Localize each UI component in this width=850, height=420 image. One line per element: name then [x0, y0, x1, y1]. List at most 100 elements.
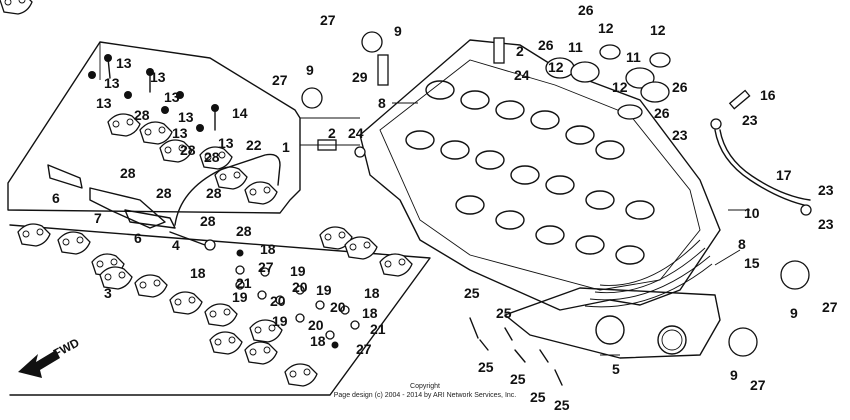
callout-28: 28: [134, 107, 150, 123]
callout-19: 19: [272, 313, 288, 329]
callout-28: 28: [180, 142, 196, 158]
cooling-fins: [584, 239, 713, 308]
callout-9: 9: [790, 305, 798, 321]
callout-27: 27: [258, 259, 274, 275]
forward-label: FWD: [51, 335, 82, 360]
callout-12: 12: [548, 59, 564, 75]
callout-27: 27: [750, 377, 766, 393]
head-gasket: [504, 287, 721, 359]
callout-23: 23: [818, 182, 834, 198]
callout-28: 28: [236, 223, 252, 239]
callout-12: 12: [612, 79, 628, 95]
oil-line: [710, 89, 812, 216]
callout-8: 8: [378, 95, 386, 111]
callout-12: 12: [598, 20, 614, 36]
callout-23: 23: [672, 127, 688, 143]
copyright-line2: Page design (c) 2004 - 2014 by ARI Netwo…: [334, 392, 517, 399]
forward-arrow: FWD: [18, 335, 82, 378]
callout-26: 26: [654, 105, 670, 121]
callout-20: 20: [308, 317, 324, 333]
callout-18: 18: [362, 305, 378, 321]
callout-17: 17: [776, 167, 792, 183]
spark-plug-group: [317, 37, 505, 158]
callout-labels: 27 9 26 12 12 2 26 11 11 24 12 26 12 27 …: [52, 2, 838, 413]
cam-journals: [405, 80, 655, 265]
cam-caps-lower: [0, 0, 413, 387]
callout-9: 9: [730, 367, 738, 383]
callout-28: 28: [206, 185, 222, 201]
intake-pipes: [545, 44, 671, 120]
callout-9: 9: [394, 23, 402, 39]
callout-11: 11: [626, 49, 641, 65]
callout-13: 13: [96, 95, 112, 111]
callout-29: 29: [352, 69, 368, 85]
callout-25: 25: [530, 389, 546, 405]
callout-25: 25: [464, 285, 480, 301]
leader-lines: [300, 102, 750, 356]
callout-25: 25: [478, 359, 494, 375]
callout-28: 28: [200, 213, 216, 229]
callout-3: 3: [104, 285, 112, 301]
cylinder-head: [359, 39, 721, 311]
callout-20: 20: [270, 293, 286, 309]
callout-21: 21: [370, 321, 386, 337]
callout-20: 20: [292, 279, 308, 295]
callout-13: 13: [164, 89, 180, 105]
washers-group: [235, 249, 360, 349]
camshaft-holder-panel: [7, 41, 431, 396]
callout-2: 2: [516, 43, 524, 59]
callout-23: 23: [818, 216, 834, 232]
callout-1: 1: [282, 139, 290, 155]
side-covers: [301, 31, 810, 357]
callout-26: 26: [672, 79, 688, 95]
callout-2: 2: [328, 125, 336, 141]
callout-14: 14: [232, 105, 248, 121]
callout-20: 20: [330, 299, 346, 315]
oil-pipe: [169, 153, 281, 251]
callout-12: 12: [650, 22, 666, 38]
gasket-group: [47, 164, 176, 229]
copyright-line1: Copyright: [410, 383, 440, 390]
callout-13: 13: [178, 109, 194, 125]
callout-6: 6: [134, 230, 142, 246]
callout-25: 25: [554, 397, 570, 413]
callout-15: 15: [744, 255, 760, 271]
callout-9: 9: [306, 62, 314, 78]
callout-24: 24: [514, 67, 530, 83]
callout-24: 24: [348, 125, 364, 141]
callout-28: 28: [204, 149, 220, 165]
callout-28: 28: [156, 185, 172, 201]
callout-27: 27: [356, 341, 372, 357]
callout-6: 6: [52, 190, 60, 206]
callout-21: 21: [236, 275, 252, 291]
callout-5: 5: [612, 361, 620, 377]
callout-13: 13: [104, 75, 120, 91]
callout-16: 16: [760, 87, 776, 103]
callout-11: 11: [568, 39, 583, 55]
callout-23: 23: [742, 112, 758, 128]
callout-18: 18: [364, 285, 380, 301]
cap-bolts: [88, 54, 219, 132]
callout-19: 19: [316, 282, 332, 298]
callout-22: 22: [246, 137, 262, 153]
callout-19: 19: [232, 289, 248, 305]
callout-8: 8: [738, 236, 746, 252]
callout-28: 28: [120, 165, 136, 181]
callout-10: 10: [744, 205, 760, 221]
callout-4: 4: [172, 237, 180, 253]
callout-19: 19: [290, 263, 306, 279]
callout-27: 27: [272, 72, 288, 88]
callout-13: 13: [172, 125, 188, 141]
callout-18: 18: [190, 265, 206, 281]
callout-7: 7: [94, 210, 102, 226]
callout-18: 18: [260, 241, 276, 257]
callout-25: 25: [510, 371, 526, 387]
callout-27: 27: [822, 299, 838, 315]
callout-26: 26: [578, 2, 594, 18]
callout-27: 27: [320, 12, 336, 28]
callout-13: 13: [116, 55, 132, 71]
callout-18: 18: [310, 333, 326, 349]
copyright: Copyright Page design (c) 2004 - 2014 by…: [334, 383, 517, 399]
callout-26: 26: [538, 37, 554, 53]
